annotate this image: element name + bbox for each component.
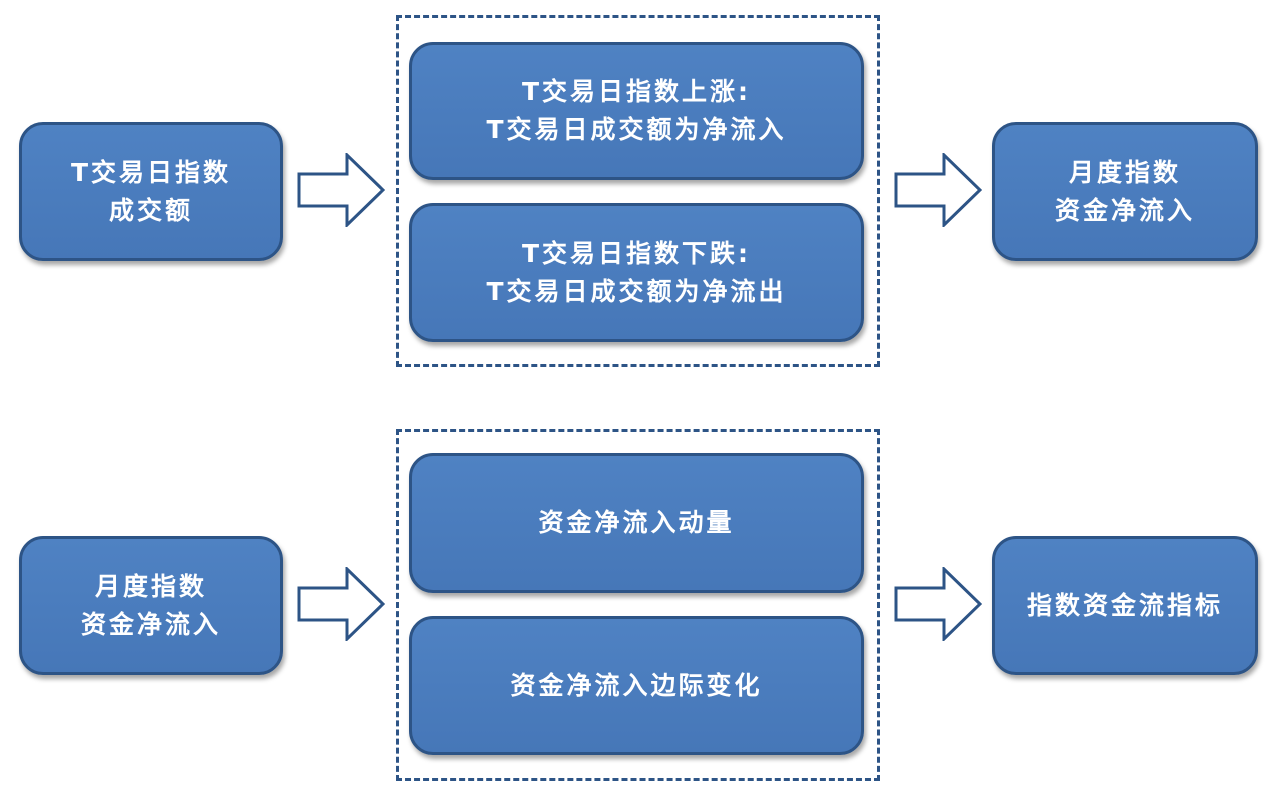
- node-index-fund-flow-indicator: 指数资金流指标: [992, 536, 1258, 675]
- right-arrow-icon: [894, 153, 982, 227]
- node-label-line2: T交易日成交额为净流入: [486, 115, 787, 144]
- node-label-line1: T交易日指数: [70, 157, 232, 187]
- node-label: 指数资金流指标: [1026, 590, 1223, 620]
- node-index-down-outflow: T交易日指数下跌: T交易日成交额为净流出: [409, 203, 864, 342]
- right-arrow-icon: [297, 153, 385, 227]
- node-label-line1: T交易日指数上涨:: [521, 77, 752, 106]
- node-index-up-inflow: T交易日指数上涨: T交易日成交额为净流入: [409, 42, 864, 180]
- node-label: 资金净流入边际变化: [510, 670, 763, 700]
- node-label-line2: 资金净流入: [1054, 195, 1195, 225]
- node-label: 资金净流入动量: [538, 508, 735, 537]
- derived-group-row2: [396, 429, 880, 781]
- node-label-line2: 成交额: [108, 195, 193, 225]
- node-monthly-net-inflow-source: 月度指数 资金净流入: [19, 536, 283, 675]
- right-arrow-icon: [297, 567, 385, 641]
- node-label-line1: T交易日指数下跌:: [521, 238, 752, 268]
- node-t-day-index-turnover: T交易日指数 成交额: [19, 122, 283, 261]
- condition-group-row1: [396, 15, 880, 367]
- node-label-line1: 月度指数: [1068, 157, 1181, 187]
- node-label-line2: 资金净流入: [80, 609, 221, 639]
- node-label-line2: T交易日成交额为净流出: [486, 276, 787, 306]
- right-arrow-icon: [894, 567, 982, 641]
- node-monthly-net-inflow: 月度指数 资金净流入: [992, 122, 1258, 261]
- node-label-line1: 月度指数: [94, 571, 207, 601]
- node-net-inflow-marginal-change: 资金净流入边际变化: [409, 616, 864, 755]
- node-net-inflow-momentum: 资金净流入动量: [409, 453, 864, 593]
